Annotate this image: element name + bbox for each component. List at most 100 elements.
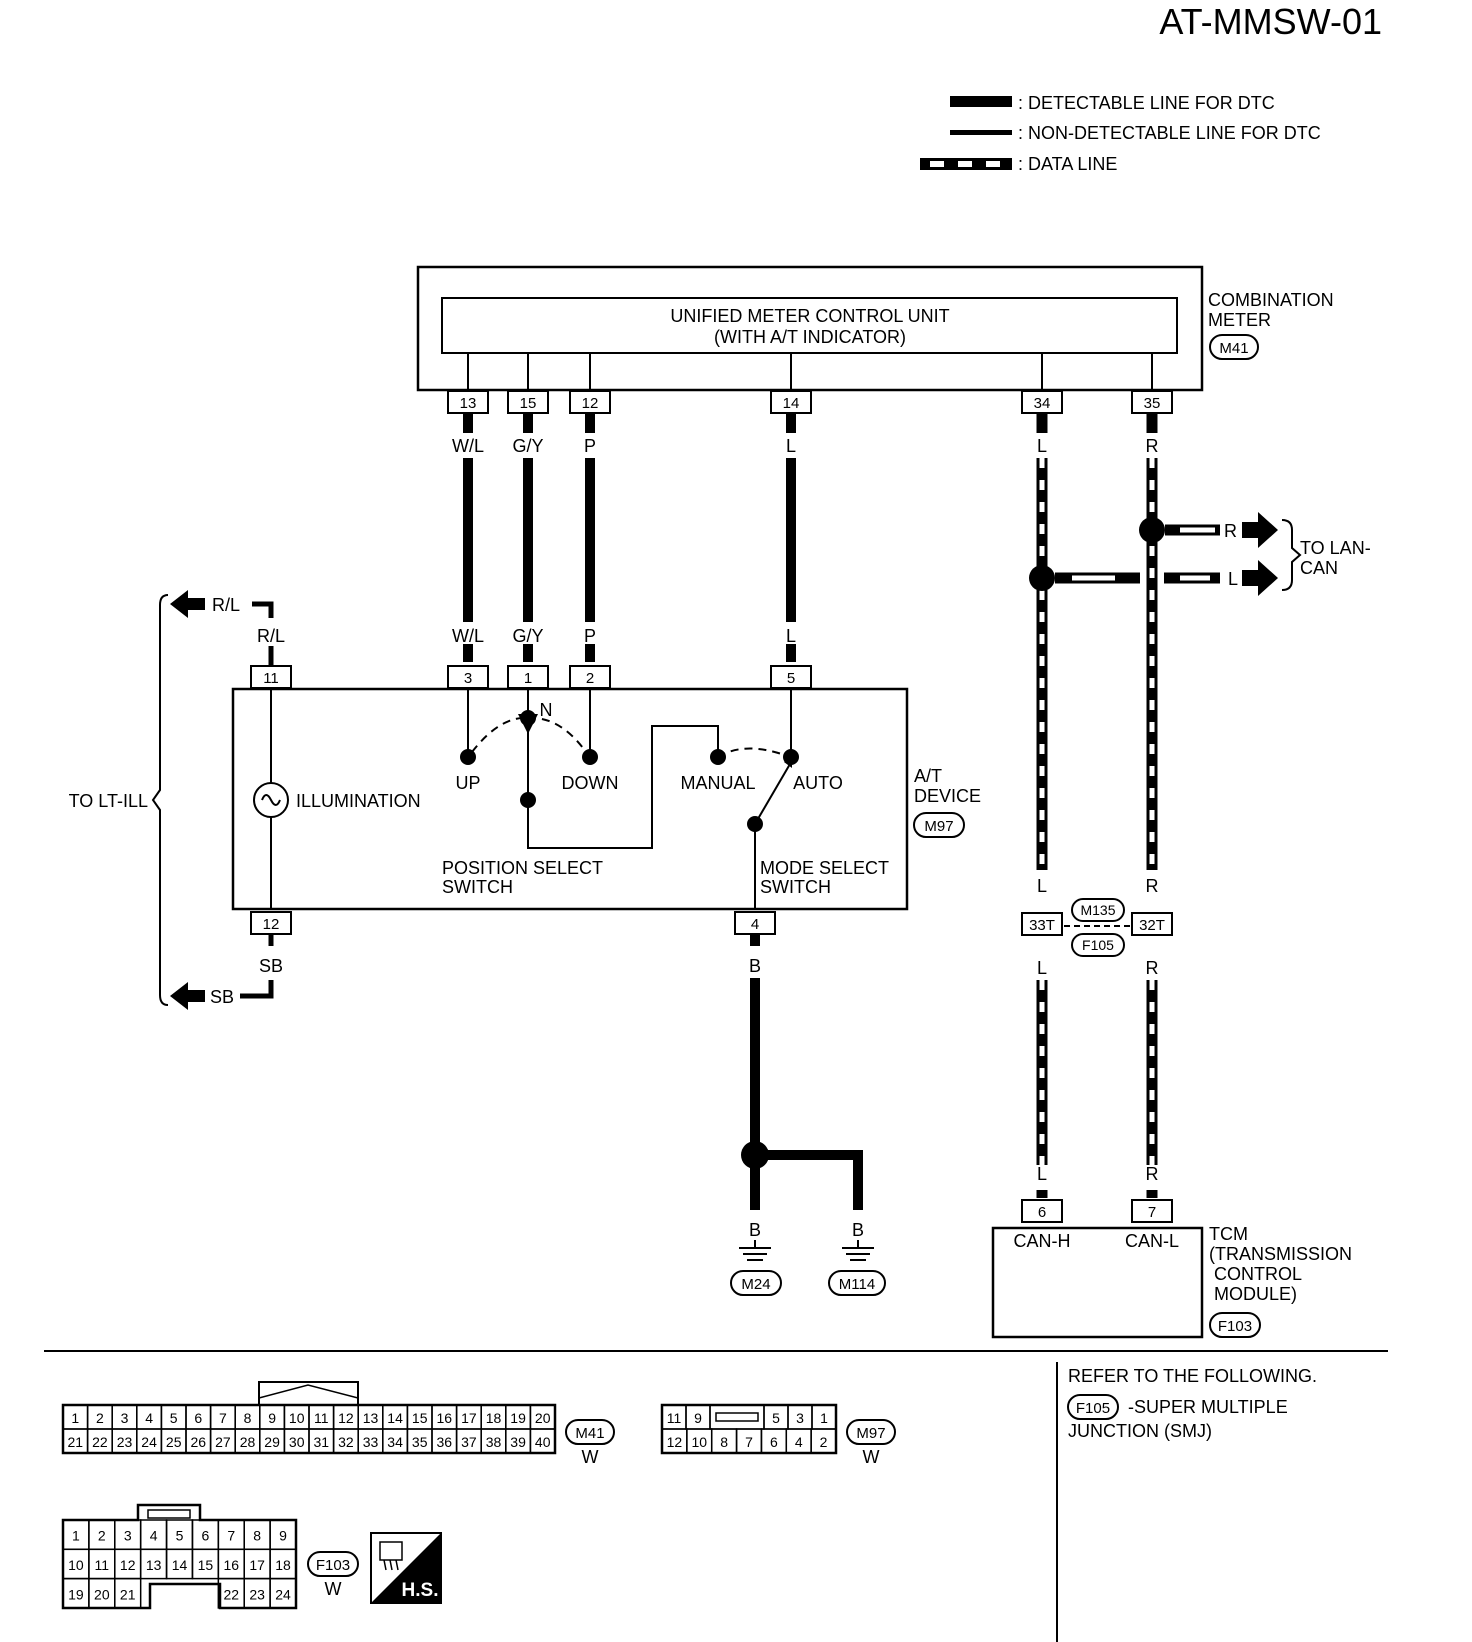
f103-cell-label: 15: [198, 1557, 214, 1573]
svg-text:L: L: [1037, 958, 1047, 978]
m97-cell-label: 8: [720, 1434, 728, 1450]
meter-pin-14: 14: [770, 390, 812, 414]
m41-cell-label: 4: [145, 1410, 153, 1426]
to-lan-can-label-2: CAN: [1300, 558, 1338, 578]
smj-connector-bottom: F105: [1082, 937, 1114, 953]
m41-cell-label: 22: [92, 1434, 108, 1450]
m97-cell-label: 10: [691, 1434, 707, 1450]
m41-cell-label: 32: [338, 1434, 354, 1450]
m41-cell-label: 21: [68, 1434, 84, 1450]
up-label: UP: [455, 773, 480, 793]
position-select-switch-label: POSITION SELECT: [442, 858, 603, 878]
f103-cell-label: 2: [98, 1528, 106, 1544]
legend-nondetectable-text: : NON-DETECTABLE LINE FOR DTC: [1018, 123, 1321, 143]
m97-face-tag: M97: [856, 1425, 885, 1442]
m41-cell-label: 40: [535, 1434, 551, 1450]
m41-cell-label: 29: [264, 1434, 280, 1450]
m97-cell-label: 4: [795, 1434, 803, 1450]
legend-nondetectable-swatch: [950, 130, 1012, 135]
meter-pin-13: 13: [447, 390, 489, 414]
harness-side-badge: H.S.: [370, 1532, 442, 1604]
svg-text:CONTROL: CONTROL: [1214, 1264, 1302, 1284]
m41-cell-label: 26: [191, 1434, 207, 1450]
sb-wire-label: SB: [259, 956, 283, 976]
can-h-label: CAN-H: [1014, 1231, 1071, 1251]
smj-pin-32t: [1131, 912, 1173, 936]
auto-contact: [783, 749, 799, 765]
legend-detectable-swatch: [950, 96, 1012, 107]
combination-meter: UNIFIED METER CONTROL UNIT (WITH A/T IND…: [416, 265, 1334, 414]
m41-cell-label: 6: [194, 1410, 202, 1426]
m97-cell-label: 9: [694, 1410, 702, 1426]
svg-text:G/Y: G/Y: [512, 436, 543, 456]
smj-pin-33t: [1021, 912, 1063, 936]
tcm-label: TCM: [1209, 1224, 1248, 1244]
can-l-label: CAN-L: [1125, 1231, 1179, 1251]
m41-cell-label: 23: [117, 1434, 133, 1450]
m41-cell-label: 33: [363, 1434, 379, 1450]
m41-cell: [529, 1428, 556, 1454]
refer-note: REFER TO THE FOLLOWING. F105 -SUPER MULT…: [1067, 1366, 1317, 1441]
svg-text:L: L: [1037, 436, 1047, 456]
svg-text:6: 6: [1038, 1204, 1046, 1221]
f103-cell-label: 13: [146, 1557, 162, 1573]
f103-cell-label: 3: [124, 1528, 132, 1544]
sb-arrow-label: SB: [210, 987, 234, 1007]
n-contact: [520, 710, 536, 726]
device-pin-3: 3: [447, 665, 489, 689]
svg-text:-SUPER MULTIPLE: -SUPER MULTIPLE: [1128, 1397, 1288, 1417]
m41-cell-label: 28: [240, 1434, 256, 1450]
harness-connector-icon: [379, 1541, 403, 1571]
f103-cell-label: 23: [249, 1586, 265, 1602]
meter-pin-35: 35: [1131, 390, 1173, 414]
svg-text:35: 35: [1144, 395, 1161, 412]
page-title: AT-MMSW-01: [1159, 1, 1382, 42]
lan-r-label: R: [1224, 521, 1237, 541]
m97-cell: [810, 1428, 837, 1454]
m97-cell-label: 1: [820, 1410, 828, 1426]
combination-meter-label-2: METER: [1208, 310, 1271, 330]
f103-cell-label: 14: [172, 1557, 188, 1573]
svg-text:13: 13: [460, 395, 477, 412]
f103-cell-label: 11: [95, 1557, 110, 1573]
m41-cell-label: 38: [486, 1434, 502, 1450]
detectable-wires: [463, 413, 796, 662]
m41-face-color: W: [582, 1447, 599, 1467]
svg-text:R: R: [1146, 876, 1159, 896]
svg-text:15: 15: [520, 395, 537, 412]
up-contact: [460, 749, 476, 765]
m41-cell-label: 27: [215, 1434, 231, 1450]
combination-meter-label: COMBINATION: [1208, 290, 1334, 310]
mode-pivot: [747, 816, 763, 832]
svg-text:W/L: W/L: [452, 436, 484, 456]
position-pivot: [520, 792, 536, 808]
f103-cell-label: 8: [253, 1528, 261, 1544]
m41-cell-label: 9: [268, 1410, 276, 1426]
svg-text:(TRANSMISSION: (TRANSMISSION: [1209, 1244, 1352, 1264]
svg-text:G/Y: G/Y: [512, 626, 543, 646]
legend-detectable-text: : DETECTABLE LINE FOR DTC: [1018, 93, 1275, 113]
f103-cell-label: 21: [120, 1586, 136, 1602]
to-lan-can-label: TO LAN-: [1300, 538, 1371, 558]
m41-cell-label: 11: [314, 1410, 329, 1426]
meter-pin-12: 12: [569, 390, 611, 414]
m41-cell-label: 24: [141, 1434, 157, 1450]
svg-text:33T: 33T: [1029, 917, 1055, 934]
f103-cell-label: 6: [201, 1528, 209, 1544]
svg-text:5: 5: [787, 670, 795, 687]
svg-text:W/L: W/L: [452, 626, 484, 646]
m41-cell-label: 19: [510, 1410, 526, 1426]
svg-text:L: L: [786, 436, 796, 456]
smj-connector: L R 33T 32T M135 F105 L R L R: [1021, 876, 1173, 1184]
meter-connector-code: M41: [1219, 340, 1248, 357]
f103-cell-label: 1: [72, 1528, 80, 1544]
svg-text:P: P: [584, 626, 596, 646]
f103-cell-label: 22: [223, 1586, 239, 1602]
meter-connector-tag: [1209, 334, 1259, 360]
f103-cell-label: 7: [227, 1528, 235, 1544]
m41-cell-label: 17: [461, 1410, 477, 1426]
down-contact: [582, 749, 598, 765]
svg-text:L: L: [1037, 876, 1047, 896]
